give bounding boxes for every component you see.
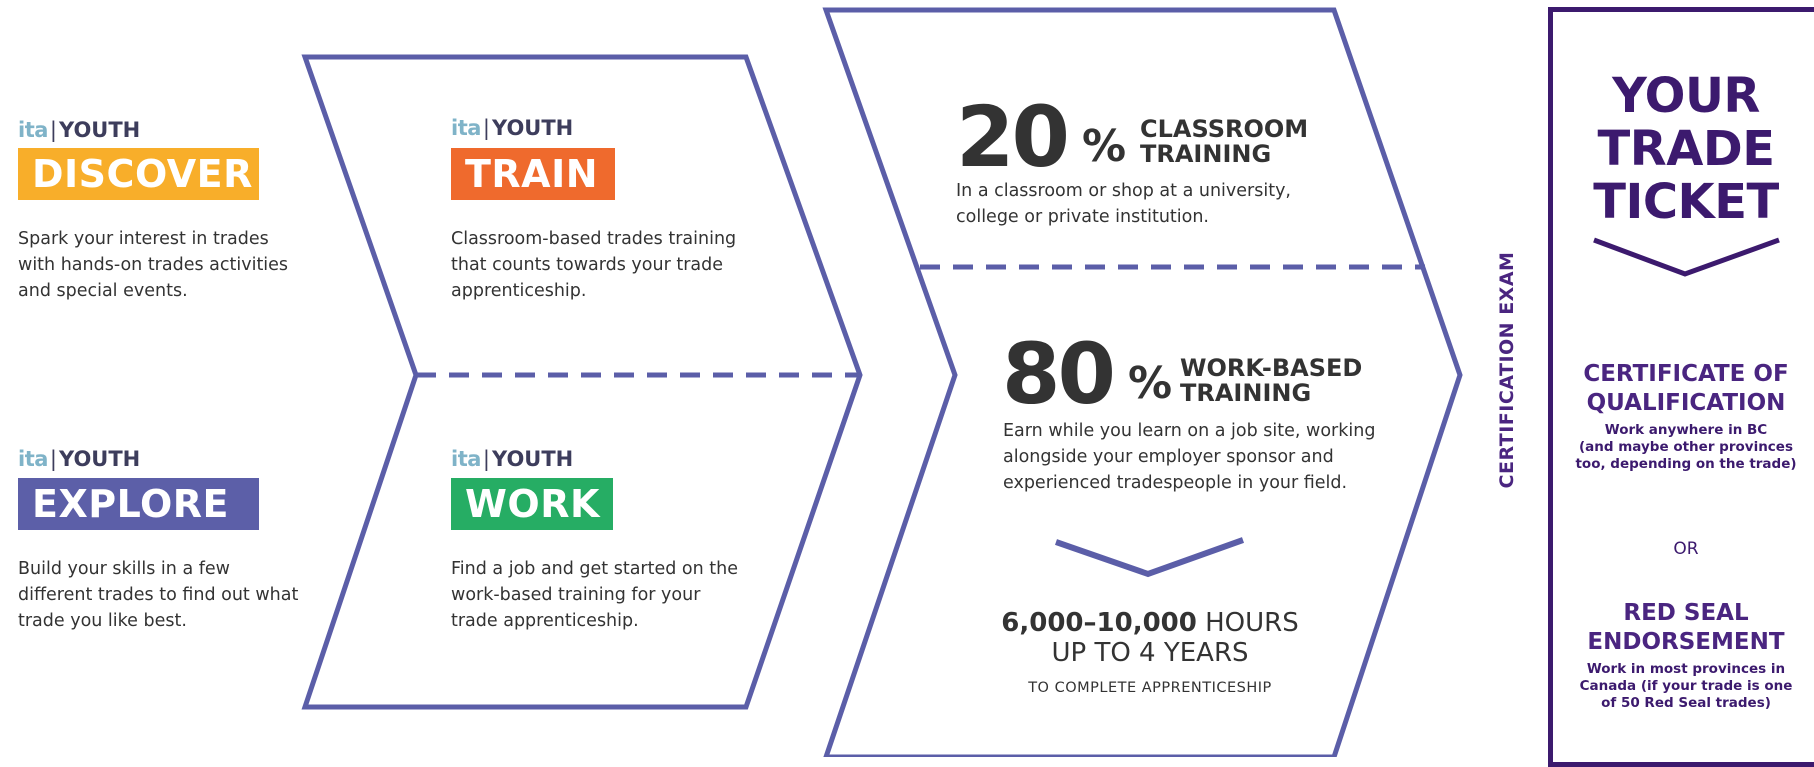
ticket-down-arrow: [1593, 237, 1780, 277]
ita-youth-logo-train: ita|YOUTH: [451, 116, 574, 140]
work-based-title-line1: WORK-BASED: [1180, 354, 1363, 382]
hours-word: HOURS: [1205, 608, 1299, 638]
work-based-down-arrow: [1055, 537, 1245, 578]
classroom-title-line2: TRAINING: [1140, 140, 1272, 168]
certificate-description: Work anywhere in BC (and maybe other pro…: [1553, 422, 1814, 473]
explore-description: Build your skills in a few different tra…: [18, 559, 299, 631]
ita-youth-logo-discover: ita|YOUTH: [18, 118, 141, 142]
certification-exam-label: CERTIFICATION EXAM: [1492, 245, 1522, 495]
ticket-title: YOUR TRADE TICKET: [1553, 70, 1814, 229]
certificate-heading-line1: CERTIFICATE OF: [1583, 361, 1789, 387]
complete-apprenticeship-note: TO COMPLETE APPRENTICESHIP: [1028, 680, 1272, 696]
work-based-description: Earn while you learn on a job site, work…: [1003, 421, 1376, 493]
brand-prefix: ita: [451, 116, 481, 140]
ticket-title-line1: YOUR: [1612, 68, 1760, 124]
or-separator: OR: [1673, 539, 1699, 559]
explore-badge: EXPLORE: [18, 478, 259, 530]
apprenticeship-chevron-frame: [822, 7, 1463, 757]
hours-range: 6,000–10,000: [1001, 608, 1197, 638]
ita-youth-logo-explore: ita|YOUTH: [18, 447, 141, 471]
red-seal-heading-line1: RED SEAL: [1623, 600, 1749, 626]
red-seal-desc-line3: of 50 Red Seal trades): [1601, 695, 1771, 711]
brand-suffix: YOUTH: [492, 116, 574, 140]
train-badge: TRAIN: [451, 148, 615, 200]
ticket-title-line2: TRADE: [1597, 121, 1775, 177]
red-seal-description: Work in most provinces in Canada (if you…: [1553, 661, 1814, 712]
certificate-heading: CERTIFICATE OF QUALIFICATION: [1553, 360, 1814, 418]
certificate-heading-line2: QUALIFICATION: [1586, 390, 1786, 416]
work-description: Find a job and get started on the work-b…: [451, 559, 739, 631]
discover-badge: DISCOVER: [18, 148, 259, 200]
discover-description: Spark your interest in trades with hands…: [18, 229, 289, 301]
train-description: Classroom-based trades training that cou…: [451, 229, 737, 301]
hours-summary: 6,000–10,000 HOURS UP TO 4 YEARS: [940, 608, 1360, 668]
work-based-percent-sign: %: [1128, 358, 1173, 409]
red-seal-heading: RED SEAL ENDORSEMENT: [1553, 599, 1814, 657]
brand-prefix: ita: [451, 447, 481, 471]
certification-exam-text: CERTIFICATION EXAM: [1496, 251, 1518, 489]
red-seal-desc-line1: Work in most provinces in: [1586, 661, 1786, 677]
ticket-title-line3: TICKET: [1593, 174, 1779, 230]
red-seal-desc-line2: Canada (if your trade is one: [1579, 678, 1793, 694]
red-seal-heading-line2: ENDORSEMENT: [1587, 629, 1785, 655]
brand-suffix: YOUTH: [59, 447, 141, 471]
brand-suffix: YOUTH: [59, 118, 141, 142]
brand-prefix: ita: [18, 118, 48, 142]
classroom-title-line1: CLASSROOM: [1140, 115, 1309, 143]
certificate-desc-line1: Work anywhere in BC: [1604, 422, 1768, 438]
classroom-percent-sign: %: [1082, 121, 1127, 172]
classroom-percent-value: 20: [956, 88, 1070, 186]
trade-ticket-panel: YOUR TRADE TICKET CERTIFICATE OF QUALIFI…: [1548, 7, 1814, 767]
brand-prefix: ita: [18, 447, 48, 471]
work-badge: WORK: [451, 478, 613, 530]
certificate-desc-line2: (and maybe other provinces: [1578, 439, 1794, 455]
ita-youth-logo-work: ita|YOUTH: [451, 447, 574, 471]
years-duration: UP TO 4 YEARS: [1051, 638, 1249, 668]
classroom-title: CLASSROOM TRAINING: [1140, 117, 1308, 167]
classroom-description: In a classroom or shop at a university, …: [956, 181, 1291, 227]
brand-suffix: YOUTH: [492, 447, 574, 471]
work-based-percent-value: 80: [1002, 325, 1116, 423]
work-based-title-line2: TRAINING: [1180, 379, 1312, 407]
work-based-title: WORK-BASED TRAINING: [1180, 356, 1362, 406]
certificate-desc-line3: too, depending on the trade): [1575, 456, 1797, 472]
